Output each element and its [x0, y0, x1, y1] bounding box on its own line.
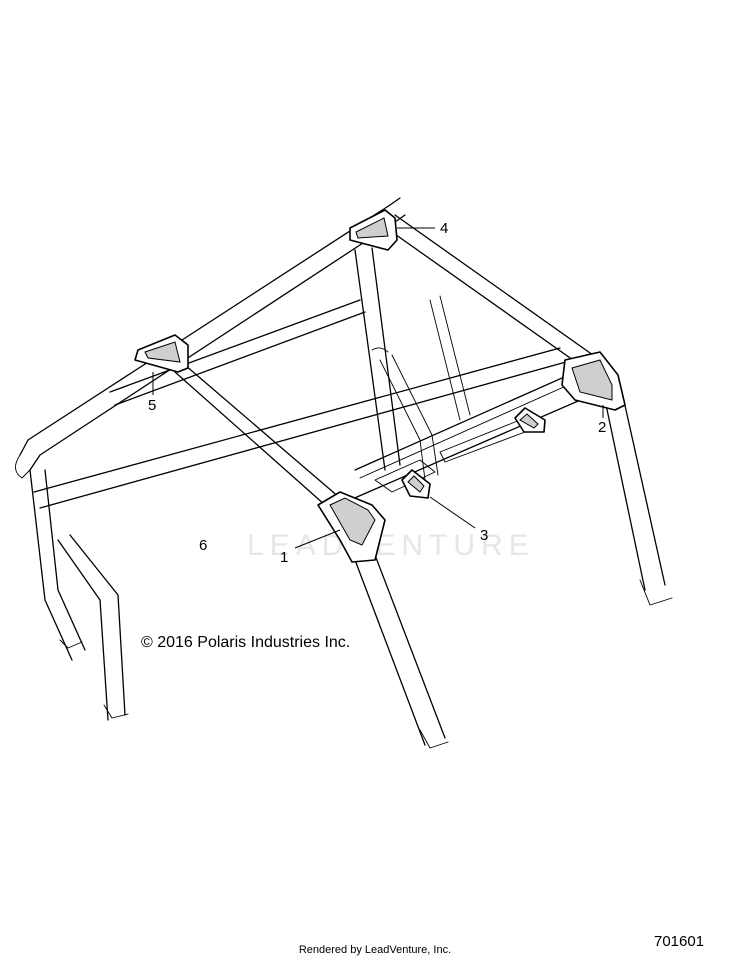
center-front-leg [354, 554, 449, 749]
left-upper-rail [15, 197, 406, 479]
figure-number: 701601 [654, 933, 705, 950]
callout-2: 2 [598, 419, 606, 436]
part-3-clip [401, 469, 431, 499]
front-header-tube [33, 347, 567, 509]
left-lower-leg [57, 534, 129, 721]
part-5-gusset [134, 334, 189, 373]
diagonal-brace [174, 364, 341, 506]
right-upper-rail [391, 214, 601, 373]
copyright-text: © 2016 Polaris Industries Inc. [141, 634, 351, 651]
part-1-gusset [317, 491, 386, 563]
part-2-trim [561, 351, 626, 411]
rear-crossbar [349, 369, 593, 501]
leader-line-3 [429, 496, 476, 529]
callout-1: 1 [280, 549, 288, 566]
rear-right-leg [604, 391, 673, 606]
part-4-gusset [349, 209, 398, 251]
center-pillar [354, 247, 401, 471]
callout-4: 4 [440, 220, 448, 237]
part-3-clip-second [514, 407, 546, 433]
callout-5: 5 [148, 397, 156, 414]
callout-6: 6 [199, 537, 207, 554]
watermark: LEADVENTURE [247, 529, 535, 562]
left-front-leg [29, 469, 86, 661]
leader-line-1 [294, 529, 341, 549]
callout-3: 3 [480, 527, 488, 544]
inner-rail [109, 299, 366, 406]
footer-credit: Rendered by LeadVenture, Inc. [298, 944, 452, 956]
middle-posts [379, 295, 471, 481]
